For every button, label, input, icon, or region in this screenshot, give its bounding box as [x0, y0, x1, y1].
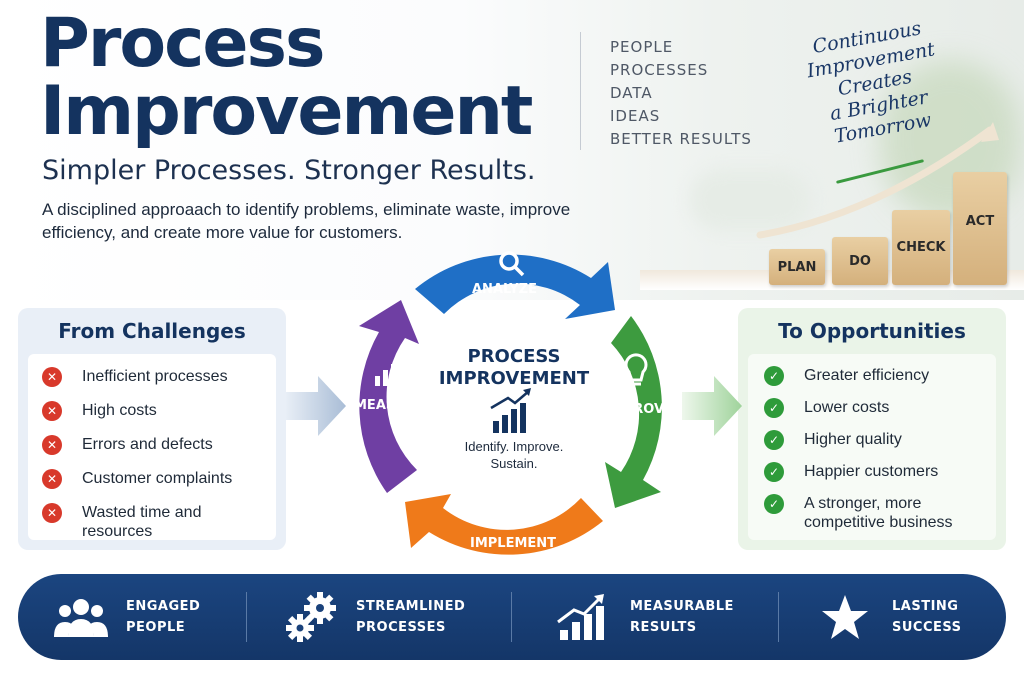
- segment-label-improve: IMPROVE: [606, 402, 673, 417]
- background-blur: [690, 170, 810, 230]
- pillar-item: PROCESSES: [610, 61, 709, 79]
- gears-icon: [286, 592, 336, 642]
- bar-chart-icon: [375, 356, 404, 386]
- benefit-line: PROCESSES: [356, 620, 446, 635]
- challenges-panel: From Challenges ✕ Inefficient processes ✕…: [18, 308, 286, 550]
- benefit-line: MEASURABLE: [630, 599, 734, 614]
- opportunity-item: ✓ Lower costs: [748, 392, 996, 424]
- pillar-item: IDEAS: [610, 107, 661, 125]
- opportunity-item: ✓ Higher quality: [748, 424, 996, 456]
- challenges-title: From Challenges: [58, 319, 246, 343]
- cycle-segment-improve: [605, 316, 662, 508]
- arrow-right-icon: [682, 376, 742, 436]
- challenge-text: Customer complaints: [82, 470, 233, 487]
- trend-arrow-icon: [756, 122, 999, 239]
- segment-label-analyze: ANALYZE: [472, 282, 537, 297]
- title-line-2: Improvement: [40, 72, 533, 151]
- page-subtitle: Simpler Processes. Stronger Results.: [42, 155, 536, 186]
- segment-label-measure: MEASURE: [354, 398, 425, 413]
- cycle-center-title: PROCESS IMPROVEMENT: [438, 346, 590, 389]
- check-icon: ✓: [764, 366, 784, 386]
- lightbulb-icon: [624, 353, 648, 386]
- opportunity-text: A stronger, more competitive business: [804, 495, 953, 531]
- benefit-item: ENGAGED PEOPLE: [54, 574, 200, 660]
- challenge-text: High costs: [82, 402, 157, 419]
- challenge-item: ✕ High costs: [28, 394, 276, 428]
- x-icon: ✕: [42, 401, 62, 421]
- opportunity-item: ✓ A stronger, more competitive business: [748, 488, 996, 538]
- challenge-text: Errors and defects: [82, 436, 213, 453]
- benefit-item: MEASURABLE RESULTS: [556, 574, 734, 660]
- challenges-list: ✕ Inefficient processes ✕ High costs ✕ Erro…: [28, 354, 276, 540]
- divider: [580, 32, 581, 150]
- opportunities-title: To Opportunities: [778, 319, 966, 343]
- bar-chart-icon: [557, 594, 604, 640]
- opportunity-text: Greater efficiency: [804, 367, 930, 384]
- opportunity-item: ✓ Greater efficiency: [748, 360, 996, 392]
- pillar-item: PEOPLE: [610, 38, 674, 56]
- check-icon: ✓: [764, 494, 784, 514]
- benefit-line: RESULTS: [630, 620, 697, 635]
- x-icon: ✕: [42, 367, 62, 387]
- cycle-center-subtitle: Identify. Improve. Sustain.: [464, 439, 564, 471]
- benefit-line: ENGAGED: [126, 599, 201, 614]
- arrow-right-icon: [286, 376, 346, 436]
- benefit-line: SUCCESS: [892, 620, 962, 635]
- page-title: Process Improvement: [40, 4, 533, 151]
- growth-chart-icon: [490, 388, 531, 433]
- benefit-line: LASTING: [892, 599, 959, 614]
- opportunity-text: Lower costs: [804, 399, 890, 416]
- divider: [246, 592, 247, 642]
- cycle-segment-implement: [405, 494, 603, 555]
- divider: [778, 592, 779, 642]
- challenge-item: ✕ Inefficient processes: [28, 360, 276, 394]
- cycle-segment-measure: [359, 300, 419, 493]
- people-icon: [54, 599, 108, 637]
- title-line-1: Process: [40, 4, 325, 83]
- gears-icon: [496, 505, 522, 527]
- pdca-block-check: CHECK: [892, 210, 950, 285]
- benefits-bar: ENGAGED PEOPLE STREAMLINED PROCESSES: [18, 574, 1006, 660]
- benefit-line: STREAMLINED: [356, 599, 466, 614]
- pdca-block-do: DO: [832, 237, 888, 285]
- check-icon: ✓: [764, 430, 784, 450]
- benefit-line: PEOPLE: [126, 620, 186, 635]
- star-icon: [822, 595, 868, 639]
- benefit-item: STREAMLINED PROCESSES: [284, 574, 465, 660]
- pillars-list: PEOPLE PROCESSES DATA IDEAS BETTER RESUL…: [610, 36, 752, 151]
- challenge-item: ✕ Errors and defects: [28, 428, 276, 462]
- benefit-item: LASTING SUCCESS: [820, 574, 962, 660]
- challenge-text: Wasted time and resources: [82, 504, 202, 540]
- opportunity-text: Higher quality: [804, 431, 902, 448]
- improvement-cycle: [359, 251, 662, 555]
- cycle-center: [415, 309, 607, 501]
- page-description: A disciplined approaach to identify prob…: [42, 200, 571, 242]
- pillar-item: BETTER RESULTS: [610, 130, 752, 148]
- x-icon: ✕: [42, 435, 62, 455]
- opportunities-panel: To Opportunities ✓ Greater efficiency ✓ Lo…: [738, 308, 1006, 550]
- opportunity-item: ✓ Happier customers: [748, 456, 996, 488]
- opportunities-list: ✓ Greater efficiency ✓ Lower costs ✓ Higher…: [748, 354, 996, 540]
- check-icon: ✓: [764, 462, 784, 482]
- pillar-item: DATA: [610, 84, 653, 102]
- x-icon: ✕: [42, 503, 62, 523]
- magnifier-icon: [499, 251, 525, 277]
- challenge-text: Inefficient processes: [82, 368, 228, 385]
- pdca-block-act: ACT: [953, 172, 1007, 285]
- challenge-item: ✕ Wasted time and resources: [28, 496, 276, 548]
- divider: [511, 592, 512, 642]
- segment-label-implement: IMPLEMENT: [470, 536, 557, 551]
- opportunity-text: Happier customers: [804, 463, 939, 480]
- pdca-block-plan: PLAN: [769, 249, 825, 285]
- x-icon: ✕: [42, 469, 62, 489]
- cycle-segment-analyze: [415, 254, 615, 319]
- check-icon: ✓: [764, 398, 784, 418]
- challenge-item: ✕ Customer complaints: [28, 462, 276, 496]
